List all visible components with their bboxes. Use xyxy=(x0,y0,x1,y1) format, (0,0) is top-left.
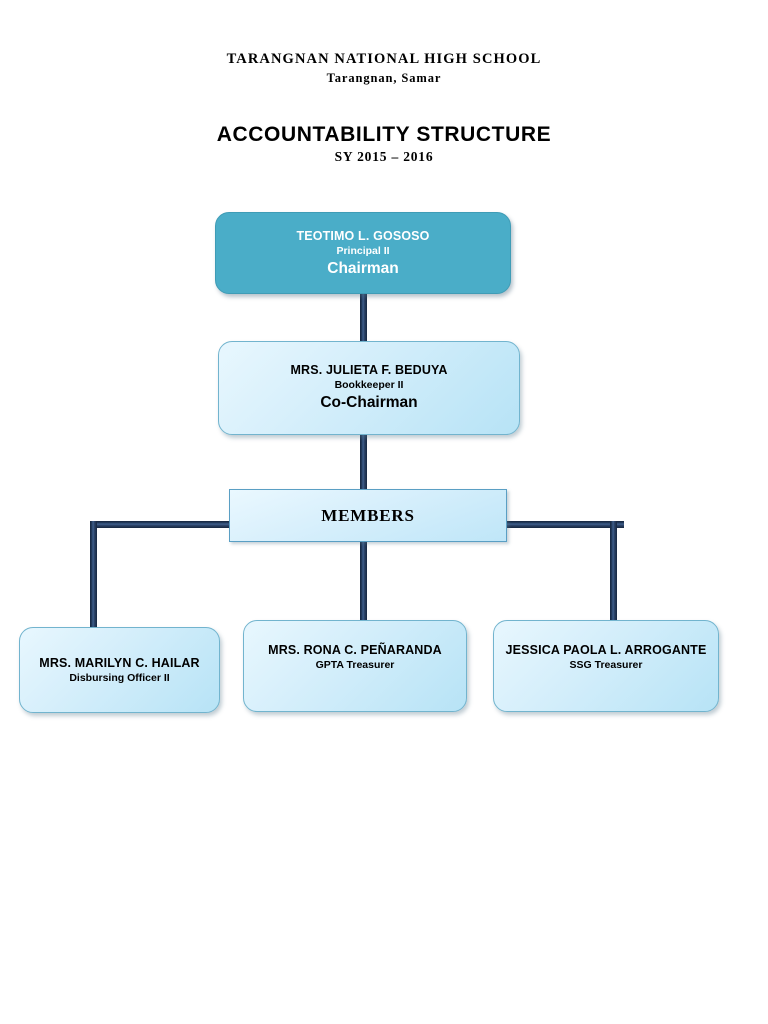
node-member-2[interactable]: MRS. RONA C. PEÑARANDA GPTA Treasurer xyxy=(243,620,467,712)
school-location: Tarangnan, Samar xyxy=(326,71,442,85)
chairman-role: Chairman xyxy=(327,260,399,277)
connector-chairman-to-cochairman xyxy=(360,294,367,342)
co-chairman-role: Co-Chairman xyxy=(320,394,418,411)
member-2-position: GPTA Treasurer xyxy=(315,658,395,671)
node-co-chairman[interactable]: MRS. JULIETA F. BEDUYA Bookkeeper II Co-… xyxy=(218,341,520,435)
member-1-name: MRS. MARILYN C. HAILAR xyxy=(39,655,200,670)
connector-members-horizontal-left xyxy=(90,521,238,528)
member-3-name: JESSICA PAOLA L. ARROGANTE xyxy=(505,642,707,657)
node-member-1[interactable]: MRS. MARILYN C. HAILAR Disbursing Office… xyxy=(19,627,220,713)
page-title: ACCOUNTABILITY STRUCTURE xyxy=(216,123,552,146)
node-members-header[interactable]: MEMBERS xyxy=(229,489,507,542)
co-chairman-name: MRS. JULIETA F. BEDUYA xyxy=(290,363,448,377)
connector-members-to-member-2 xyxy=(360,540,367,636)
connector-members-drop-right xyxy=(610,521,617,638)
node-chairman[interactable]: TEOTIMO L. GOSOSO Principal II Chairman xyxy=(215,212,511,294)
document-header: TARANGNAN NATIONAL HIGH SCHOOL Tarangnan… xyxy=(0,50,768,87)
connector-members-horizontal-right xyxy=(500,521,624,528)
co-chairman-position: Bookkeeper II xyxy=(334,379,404,391)
member-2-name: MRS. RONA C. PEÑARANDA xyxy=(268,642,442,657)
school-year: SY 2015 – 2016 xyxy=(334,149,434,164)
connector-members-drop-left xyxy=(90,521,97,638)
node-member-3[interactable]: JESSICA PAOLA L. ARROGANTE SSG Treasurer xyxy=(493,620,719,712)
member-1-position: Disbursing Officer II xyxy=(69,671,170,684)
members-label: MEMBERS xyxy=(321,505,415,525)
chairman-name: TEOTIMO L. GOSOSO xyxy=(296,229,430,243)
connector-cochairman-to-members xyxy=(360,434,367,492)
school-name: TARANGNAN NATIONAL HIGH SCHOOL xyxy=(226,51,542,67)
chairman-position: Principal II xyxy=(336,245,390,257)
member-3-position: SSG Treasurer xyxy=(569,658,643,671)
